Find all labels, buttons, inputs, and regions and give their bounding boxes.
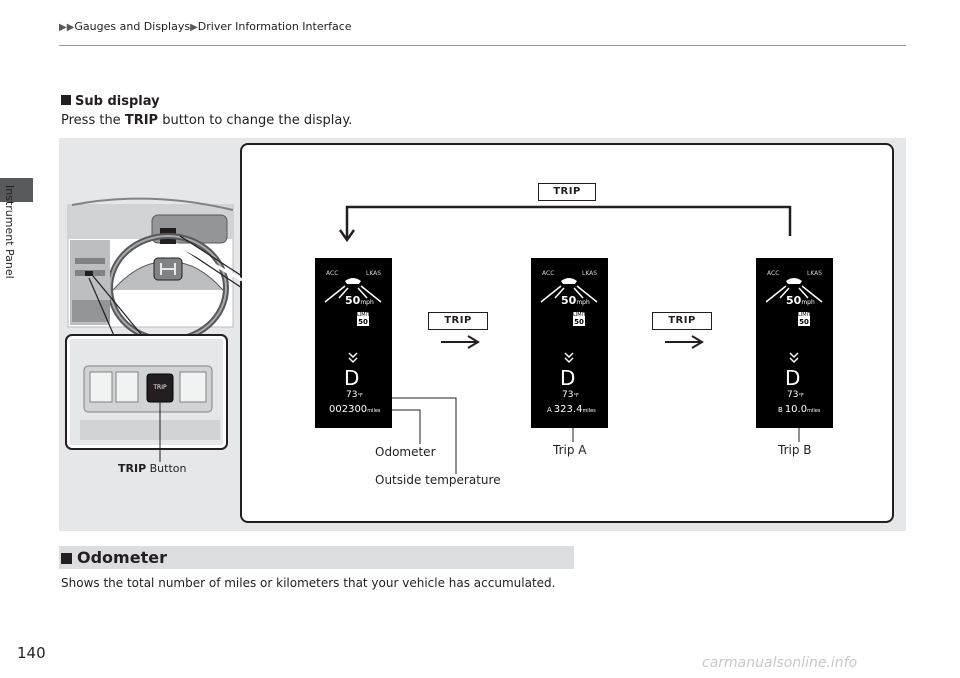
callout-trip-button: TRIP Button bbox=[118, 462, 187, 475]
lkas-chevron-icon bbox=[789, 352, 799, 364]
callout-odometer: Odometer bbox=[375, 445, 436, 459]
odometer-heading: Odometer bbox=[59, 546, 574, 569]
lkas-indicator: LKAS bbox=[807, 270, 823, 277]
trip-key-top: TRIP bbox=[538, 183, 596, 201]
square-bullet-icon bbox=[61, 95, 71, 105]
steering-wheel-illustration bbox=[67, 197, 234, 343]
chapter-tab bbox=[0, 178, 33, 202]
gear-indicator: D bbox=[344, 366, 360, 390]
breadcrumb-arrow-icon: ▶ bbox=[190, 22, 198, 33]
lane-icon bbox=[540, 278, 598, 303]
acc-indicator: ACC bbox=[326, 270, 339, 277]
callout-trip-b: Trip B bbox=[778, 443, 812, 457]
breadcrumb-page[interactable]: Driver Information Interface bbox=[197, 20, 352, 33]
outside-temperature-readout: 73°F bbox=[346, 390, 363, 400]
speed-readout: 50mph bbox=[345, 294, 374, 307]
odometer-description: Shows the total number of miles or kilom… bbox=[61, 576, 556, 590]
speed-readout: 50mph bbox=[561, 294, 590, 307]
acc-indicator: ACC bbox=[542, 270, 555, 277]
lkas-chevron-icon bbox=[564, 352, 574, 364]
callout-trip-a: Trip A bbox=[553, 443, 587, 457]
breadcrumb: ▶▶Gauges and Displays▶Driver Information… bbox=[59, 20, 352, 33]
sub-display-text: Press the TRIP button to change the disp… bbox=[61, 113, 353, 128]
callout-outside-temperature: Outside temperature bbox=[375, 473, 501, 487]
gear-indicator: D bbox=[785, 366, 801, 390]
trip-button-inset: TRIP bbox=[65, 334, 228, 462]
gear-indicator: D bbox=[560, 366, 576, 390]
lkas-chevron-icon bbox=[348, 352, 358, 364]
sub-display-heading: Sub display bbox=[61, 94, 160, 109]
svg-text:TRIP: TRIP bbox=[152, 384, 167, 391]
breadcrumb-arrow-icon: ▶▶ bbox=[59, 22, 75, 33]
trip-key-right: TRIP bbox=[652, 312, 712, 330]
breadcrumb-section[interactable]: Gauges and Displays bbox=[74, 20, 191, 33]
lkas-indicator: LKAS bbox=[582, 270, 598, 277]
header-rule bbox=[59, 45, 906, 46]
outside-temperature-readout: 73°F bbox=[787, 390, 804, 400]
outside-temperature-readout: 73°F bbox=[562, 390, 579, 400]
page-number: 140 bbox=[17, 644, 46, 662]
square-bullet-icon bbox=[61, 553, 72, 564]
odometer-readout: 002300miles bbox=[329, 404, 381, 415]
watermark: carmanualsonline.info bbox=[702, 655, 858, 671]
lane-icon bbox=[324, 278, 382, 303]
acc-indicator: ACC bbox=[767, 270, 780, 277]
speed-readout: 50mph bbox=[786, 294, 815, 307]
lkas-indicator: LKAS bbox=[366, 270, 382, 277]
lane-icon bbox=[765, 278, 823, 303]
trip-key-left: TRIP bbox=[428, 312, 488, 330]
